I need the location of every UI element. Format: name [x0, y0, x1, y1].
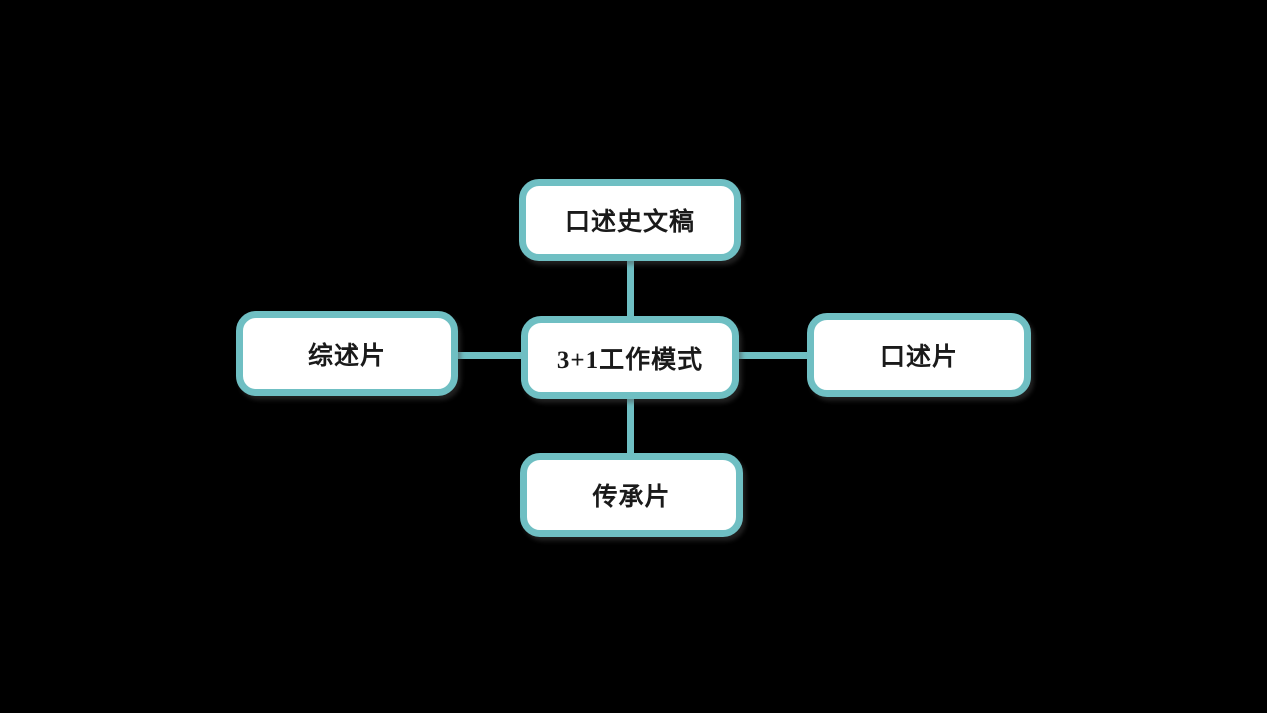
- connector-left-to-center: [454, 352, 524, 359]
- connector-center-to-right: [736, 352, 810, 359]
- connector-top-to-center: [627, 258, 634, 320]
- node-overview-film: 综述片: [236, 311, 458, 396]
- node-label: 口述史文稿: [564, 209, 695, 236]
- node-oral-film: 口述片: [807, 313, 1031, 397]
- node-oral-history-manuscript: 口述史文稿: [519, 179, 741, 261]
- node-inheritance-film: 传承片: [520, 453, 743, 537]
- connector-center-to-bottom: [627, 396, 634, 456]
- node-label: 3+1工作模式: [556, 346, 704, 374]
- node-work-mode-3plus1: 3+1工作模式: [521, 316, 739, 399]
- node-label: 综述片: [307, 342, 386, 370]
- node-label: 口述片: [879, 344, 958, 371]
- node-label: 传承片: [592, 484, 671, 511]
